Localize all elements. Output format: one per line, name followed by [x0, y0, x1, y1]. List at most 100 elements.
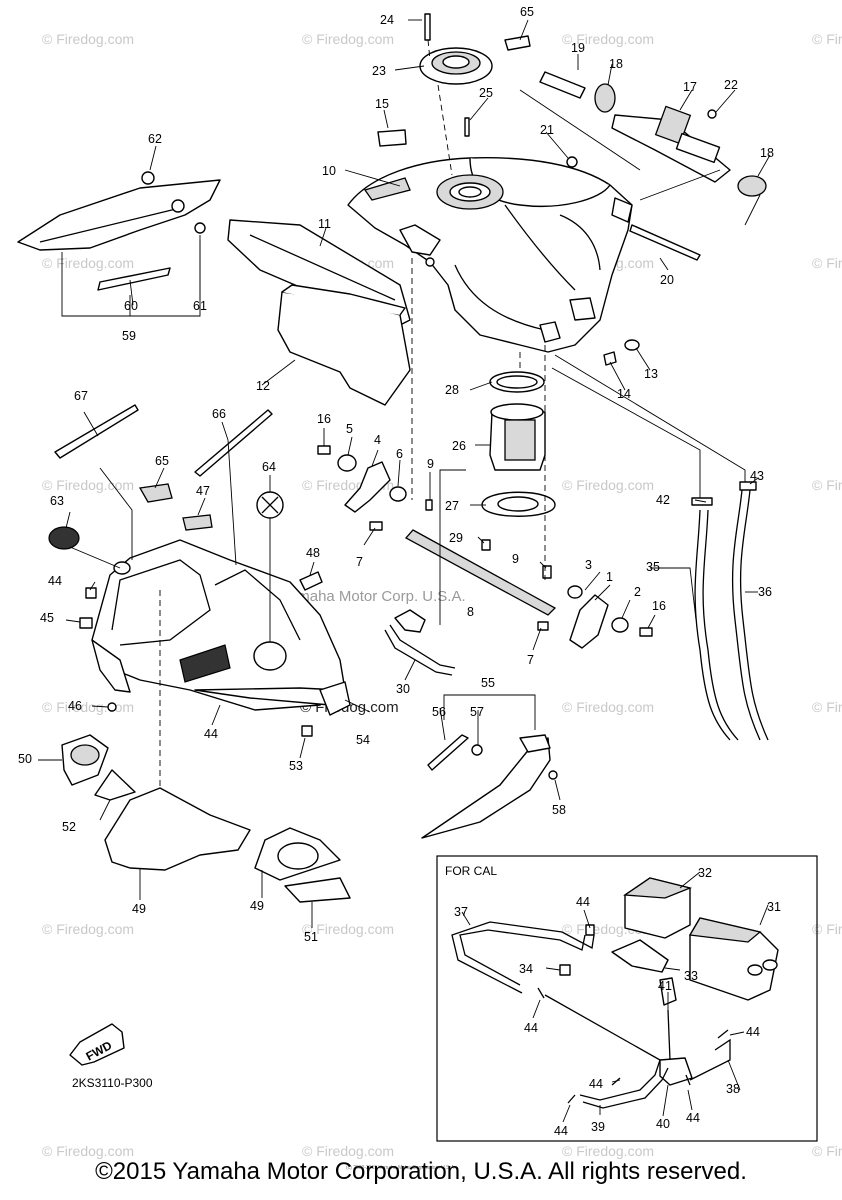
callout: 18	[760, 146, 774, 160]
callout: 51	[304, 930, 318, 944]
callout: 16	[317, 412, 331, 426]
callout: 44	[524, 1021, 538, 1035]
callout: 45	[40, 611, 54, 625]
callout: 65	[155, 454, 169, 468]
pad-15	[377, 129, 407, 147]
callout: 27	[445, 499, 459, 513]
fuel-cap-ring	[419, 13, 493, 176]
watermark: © Firedog.com	[42, 477, 134, 493]
callout: 65	[520, 5, 534, 19]
callout: 14	[617, 387, 631, 401]
callout: 28	[445, 383, 459, 397]
callout: 63	[50, 494, 64, 508]
tank-cover-45	[91, 439, 351, 790]
callout: 54	[356, 733, 370, 747]
callout: 53	[289, 759, 303, 773]
callout: 5	[346, 422, 353, 436]
callout: 31	[767, 900, 781, 914]
callout: 26	[452, 439, 466, 453]
callout: 4	[374, 433, 381, 447]
cover-54	[94, 769, 136, 801]
callout: 58	[552, 803, 566, 817]
callout: 44	[576, 895, 590, 909]
callout: 21	[540, 123, 554, 137]
callout: 33	[684, 969, 698, 983]
callout: 35	[646, 560, 660, 574]
watermark: © Firedog.com	[562, 31, 654, 47]
callout: 49	[250, 899, 264, 913]
callout: 1	[606, 570, 613, 584]
watermark: © Firedog.com	[562, 477, 654, 493]
callout: 39	[591, 1120, 605, 1134]
watermark: © Firedog.com	[812, 31, 842, 47]
callout: 41	[658, 979, 672, 993]
callout: 9	[512, 552, 519, 566]
callout: 11	[318, 217, 331, 231]
damper-assembly	[519, 71, 767, 261]
tiny-copyright: (c) 2000-2015 Yamaha Motor Corporation, …	[346, 1165, 456, 1171]
callout: 12	[256, 379, 270, 393]
callout: 61	[193, 299, 207, 313]
callout: 7	[527, 653, 534, 667]
cal-inset: FOR CAL	[436, 855, 818, 1142]
callout: 24	[380, 13, 394, 27]
callout: 42	[656, 493, 670, 507]
callout: 17	[683, 80, 697, 94]
pad-49	[182, 514, 213, 531]
callout: 49	[132, 902, 146, 916]
fuel-pump	[481, 352, 556, 551]
callout: 9	[427, 457, 434, 471]
cover-50	[104, 787, 251, 871]
strip-68	[194, 409, 273, 477]
watermark: © Firedog.com	[302, 31, 394, 47]
callout: 56	[432, 705, 446, 719]
copyright-notice: ©2015 Yamaha Motor Corporation, U.S.A. A…	[95, 1158, 747, 1185]
callout: 64	[262, 460, 276, 474]
callout: 10	[322, 164, 336, 178]
strip-69	[54, 404, 139, 459]
callout: 25	[479, 86, 493, 100]
callout: 44	[686, 1111, 700, 1125]
pad-67	[138, 483, 173, 503]
watermark: © Firedog.com	[812, 477, 842, 493]
watermark: © Firedog.com	[812, 699, 842, 715]
watermark: © Firedog.com	[812, 255, 842, 271]
callout: 30	[396, 682, 410, 696]
callout: 16	[652, 599, 666, 613]
callout: 50	[18, 752, 32, 766]
watermark-center: Yamaha Motor Corp. U.S.A.	[280, 588, 466, 605]
callout: 67	[74, 389, 88, 403]
side-trim-57	[421, 694, 558, 839]
leader-lines	[38, 19, 771, 1123]
watermark: © Firedog.com	[302, 921, 394, 937]
callout: 57	[470, 705, 484, 719]
callout: 44	[589, 1077, 603, 1091]
callout: 29	[449, 531, 463, 545]
callout: 62	[148, 132, 162, 146]
pad-66	[504, 35, 531, 51]
callout: 3	[585, 558, 592, 572]
callout: 37	[454, 905, 468, 919]
side-panel-61	[17, 171, 221, 317]
callout: 6	[396, 447, 403, 461]
watermark: © Firedog.com	[812, 1143, 842, 1159]
box-12	[277, 284, 411, 406]
callout: 36	[758, 585, 772, 599]
callout: 18	[609, 57, 623, 71]
callout: 44	[48, 574, 62, 588]
callout: 48	[306, 546, 320, 560]
pad-49b	[299, 571, 323, 591]
callout: 20	[660, 273, 674, 287]
watermark: © Firedog.com	[42, 31, 134, 47]
callout: 38	[726, 1082, 740, 1096]
callout: 23	[372, 64, 386, 78]
callout: 60	[124, 299, 138, 313]
hoses-35-36	[551, 354, 769, 741]
callout: 46	[68, 699, 82, 713]
grommet-65	[48, 491, 284, 550]
callout: 43	[750, 469, 764, 483]
callout: 47	[196, 484, 210, 498]
watermark: © Firedog.com	[562, 1143, 654, 1159]
watermark: © Firedog.com	[42, 1143, 134, 1159]
callout: 59	[122, 329, 136, 343]
